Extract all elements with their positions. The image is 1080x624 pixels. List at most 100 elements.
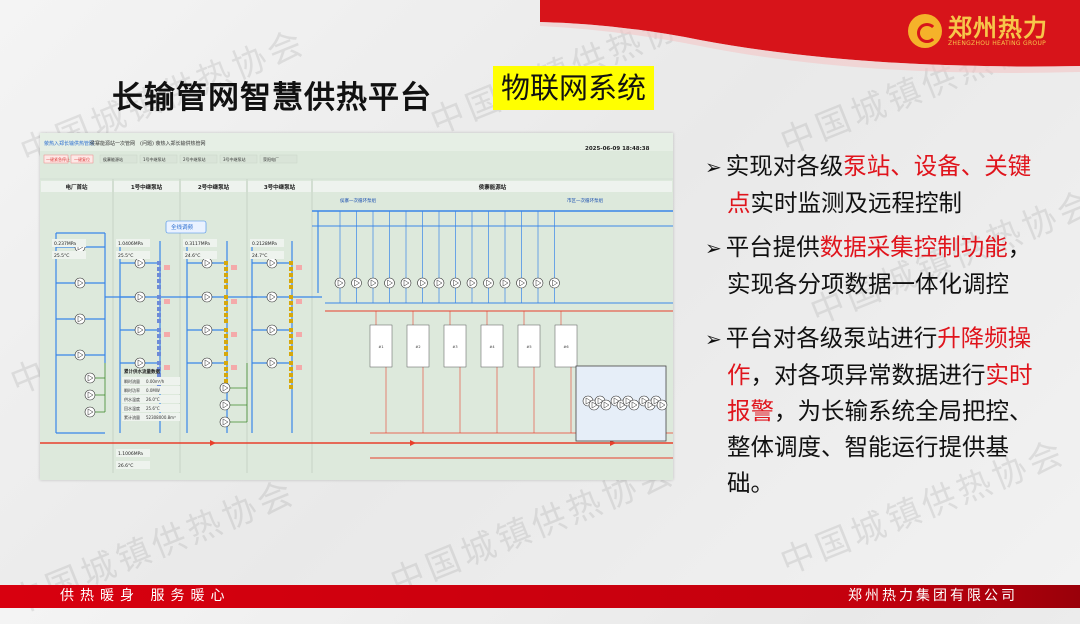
reading-value: 0.237MPa <box>54 241 76 247</box>
scada-tab: 荥热入郑长输供热管网 <box>44 140 94 147</box>
valve-icon <box>289 340 293 344</box>
pump-triangle <box>77 279 84 287</box>
reading-box <box>250 251 284 259</box>
pump-triangle <box>269 359 276 367</box>
reading-box <box>250 239 284 247</box>
valve-icon <box>157 346 161 350</box>
alarm-indicator <box>296 365 302 370</box>
pump-triangle <box>519 279 525 287</box>
scada-screenshot: 荥热入郑长输供热管网 侯寨能源站一次管网 (问题) 荥热入郑长输供热管网 202… <box>40 133 673 480</box>
pump-triangle <box>387 279 393 287</box>
alarm-indicator <box>231 365 237 370</box>
pump-triangle <box>453 279 459 287</box>
scada-tab: 侯寨能源站一次管网 <box>90 140 135 147</box>
pump-triangle <box>222 384 229 392</box>
valve-icon <box>289 285 293 289</box>
pump-triangle <box>137 326 144 334</box>
flow-arrow-icon <box>610 440 616 446</box>
pumps: #1#2#3#4#5#6 <box>74 241 668 442</box>
valve-icon <box>157 313 161 317</box>
pump-triangle <box>653 397 660 405</box>
valve-icon <box>224 346 228 350</box>
pump-triangle <box>469 279 476 287</box>
bullet-line: ➢实现对各级泵站、设备、关键 <box>705 148 1055 185</box>
slide-title: 长输管网智慧供热平台 <box>112 80 432 116</box>
full-line-label: 全线调频 <box>171 223 194 231</box>
pump-triangle <box>269 259 276 267</box>
valve-icon <box>224 379 228 383</box>
bullet-line: 整体调度、智能运行提供基础。 <box>705 429 1055 501</box>
pump-triangle <box>87 408 94 416</box>
valve-icon <box>224 273 228 277</box>
scada-topbar <box>40 133 673 151</box>
reset-button <box>70 154 94 164</box>
pump-triangle <box>204 259 211 267</box>
pump-triangle <box>222 418 229 426</box>
valve-icon <box>157 334 161 338</box>
valve-icon <box>157 295 161 299</box>
arrow-bullet-icon: ➢ <box>705 236 722 260</box>
valve-icon <box>224 279 228 283</box>
table-row <box>122 413 180 421</box>
flow-arrow-icon <box>410 440 416 446</box>
pump-triangle <box>137 259 144 267</box>
alarm-indicator <box>231 332 237 337</box>
station-nav-button <box>219 154 258 164</box>
valve-icon <box>224 334 228 338</box>
bullet-text: 实现各分项数据一体化调控 <box>727 270 1009 298</box>
pump-triangle <box>603 401 610 409</box>
station-title: 1号中继泵站 <box>131 183 163 191</box>
pump-triangle <box>647 401 654 409</box>
valve-icon <box>289 267 293 271</box>
valve-icon <box>157 285 161 289</box>
valve-icon <box>289 295 293 299</box>
reading-box <box>52 251 86 259</box>
valve-icon <box>224 367 228 371</box>
station-nav-button <box>259 154 298 164</box>
pump-triangle <box>625 397 632 405</box>
pump-triangle <box>204 293 211 301</box>
station-nav-button <box>179 154 218 164</box>
readings: 0.237MPa25.5°C1.0406MPa25.5°C0.3117MPa24… <box>52 239 284 469</box>
arrow-bullet-icon: ➢ <box>705 327 722 351</box>
pump-triangle <box>354 279 360 287</box>
station-header <box>313 181 672 192</box>
bullet-line: 实现各分项数据一体化调控 <box>705 266 1055 302</box>
table-label: 瞬时流量 <box>124 378 140 384</box>
valve-icon <box>224 340 228 344</box>
pump-triangle <box>77 351 84 359</box>
reading-box <box>116 239 150 247</box>
station-header <box>114 181 179 192</box>
pump-triangle <box>659 401 666 409</box>
table-value: 52308000.8m³ <box>146 415 176 420</box>
bullet-line: 点实时监测及远程控制 <box>705 185 1055 221</box>
table-row <box>122 395 180 403</box>
bullet-text: 平台提供 <box>725 233 820 261</box>
footer-company: 郑州热力集团有限公司 <box>848 588 1018 604</box>
valve-icon <box>224 261 228 265</box>
reading-value: 1.1006MPa <box>118 451 143 457</box>
logo-subtext: ZHENGZHOU HEATING GROUP <box>948 39 1047 47</box>
bullet-text: 实时监测及远程控制 <box>750 189 963 217</box>
scada-tab: (问题) 荥热入郑长输供热管网 <box>140 140 206 147</box>
bullet-line: 报警，为长输系统全局把控、 <box>705 393 1055 429</box>
table-value: 25.6°C <box>146 406 160 411</box>
valve-icon <box>224 307 228 311</box>
table-value: 0.0MW <box>146 388 160 393</box>
valve-icon <box>289 346 293 350</box>
bullet-text: 整体调度、智能运行提供基础。 <box>727 433 1009 497</box>
station-nav-label: 荥阳电厂 <box>263 156 279 162</box>
valve-icon <box>289 385 293 389</box>
valve-icon <box>157 361 161 365</box>
heat-exchanger-label: #4 <box>489 345 495 349</box>
bullet-text: 平台对各级泵站进行 <box>725 324 938 352</box>
reading-value: 25.5°C <box>54 253 69 259</box>
station-nav-label: 3号中继泵站 <box>223 156 246 162</box>
reading-value: 24.7°C <box>252 253 267 259</box>
valve-icon <box>157 367 161 371</box>
bullet-item: ➢平台对各级泵站进行升降频操作，对各项异常数据进行实时报警，为长输系统全局把控、… <box>705 320 1055 501</box>
table-row <box>122 386 180 394</box>
table-value: 26.0°C <box>146 397 160 402</box>
